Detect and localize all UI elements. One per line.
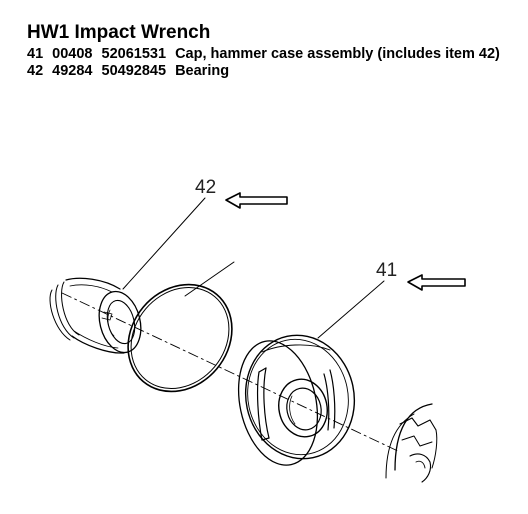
part-code-b: 50492845 <box>101 63 167 79</box>
part-code-b: 52061531 <box>101 46 167 62</box>
part-item-number: 41 <box>27 46 44 62</box>
parts-list: 41 00408 52061531 Cap, hammer case assem… <box>27 46 522 80</box>
arrow-left-icon <box>407 274 466 291</box>
diagram-header: HW1 Impact Wrench 41 00408 52061531 Cap,… <box>27 21 522 80</box>
callout-leader-42 <box>122 197 206 290</box>
callout-label-42: 42 <box>195 177 216 198</box>
part-item-number: 42 <box>27 63 44 79</box>
callout-leader-41 <box>317 280 385 339</box>
part-description: Bearing <box>175 63 230 79</box>
diagram-title: HW1 Impact Wrench <box>27 22 211 43</box>
center-axis-line <box>61 292 401 453</box>
part-code-a: 00408 <box>52 46 93 62</box>
o-ring-part <box>127 283 233 393</box>
o-ring-leader-line <box>184 261 235 297</box>
part-description: Cap, hammer case assembly (includes item… <box>175 46 500 62</box>
part-row-42: 42 49284 50492845 Bearing <box>27 63 522 80</box>
callout-label-41: 41 <box>376 260 397 281</box>
bearing-part <box>49 277 142 354</box>
part-code-a: 49284 <box>52 63 93 79</box>
part-row-41: 41 00408 52061531 Cap, hammer case assem… <box>27 46 522 63</box>
hammer-case-cap-part <box>237 334 356 466</box>
adjacent-housing-partial <box>385 403 438 483</box>
arrow-left-icon <box>225 192 288 209</box>
